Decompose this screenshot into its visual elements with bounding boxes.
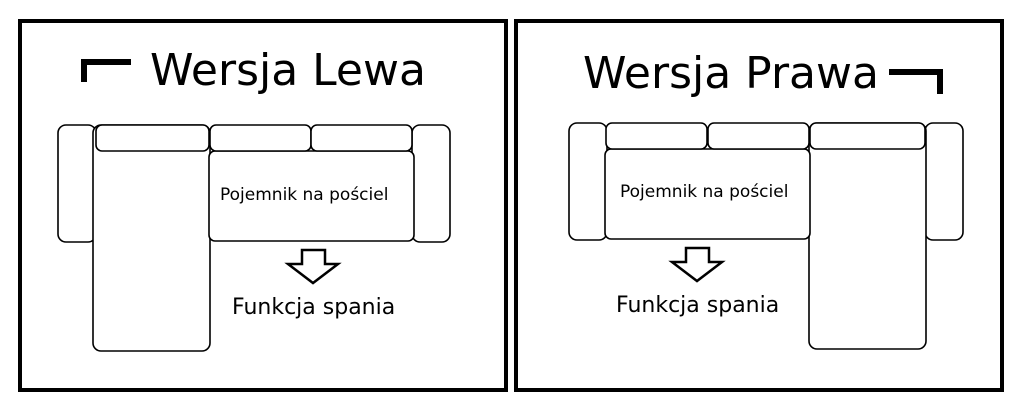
right-sofa-back-cushion-1 [605,122,708,150]
panel-left-version: Wersja Lewa Pojemnik na pościel Funkcja … [18,19,508,392]
right-sofa-drawing [568,122,964,350]
right-down-arrow-icon [668,246,726,283]
right-corner-marker-icon [889,69,943,94]
left-storage-label: Pojemnik na pościel [220,185,388,205]
left-sofa-armrest-left [57,124,97,243]
left-sofa-drawing [57,124,451,352]
right-function-label: Funkcja spania [616,293,779,318]
left-sofa-armrest-right [411,124,451,243]
right-storage-label: Pojemnik na pościel [620,182,788,202]
right-sofa-back-cushion-3 [809,122,926,150]
panel-right-version: Wersja Prawa Pojemnik na pościel Funkcja… [514,19,1004,392]
right-sofa-seat [604,148,811,240]
right-sofa-chaise [808,122,927,350]
left-sofa-chaise [92,124,211,352]
left-down-arrow-icon [284,248,342,285]
right-sofa-back-cushion-2 [707,122,810,150]
panel-right-title: Wersja Prawa [583,48,879,99]
left-function-label: Funkcja spania [232,295,395,320]
left-corner-marker-icon [81,59,131,82]
left-sofa-back-cushion-1 [95,124,210,152]
left-sofa-back-cushion-2 [209,124,312,152]
right-sofa-armrest-right [924,122,964,241]
panel-left-title: Wersja Lewa [150,45,426,96]
panel-left-frame [18,19,508,392]
panel-right-frame [514,19,1004,392]
left-sofa-seat [208,150,415,242]
right-sofa-armrest-left [568,122,608,241]
left-sofa-back-cushion-3 [310,124,413,152]
